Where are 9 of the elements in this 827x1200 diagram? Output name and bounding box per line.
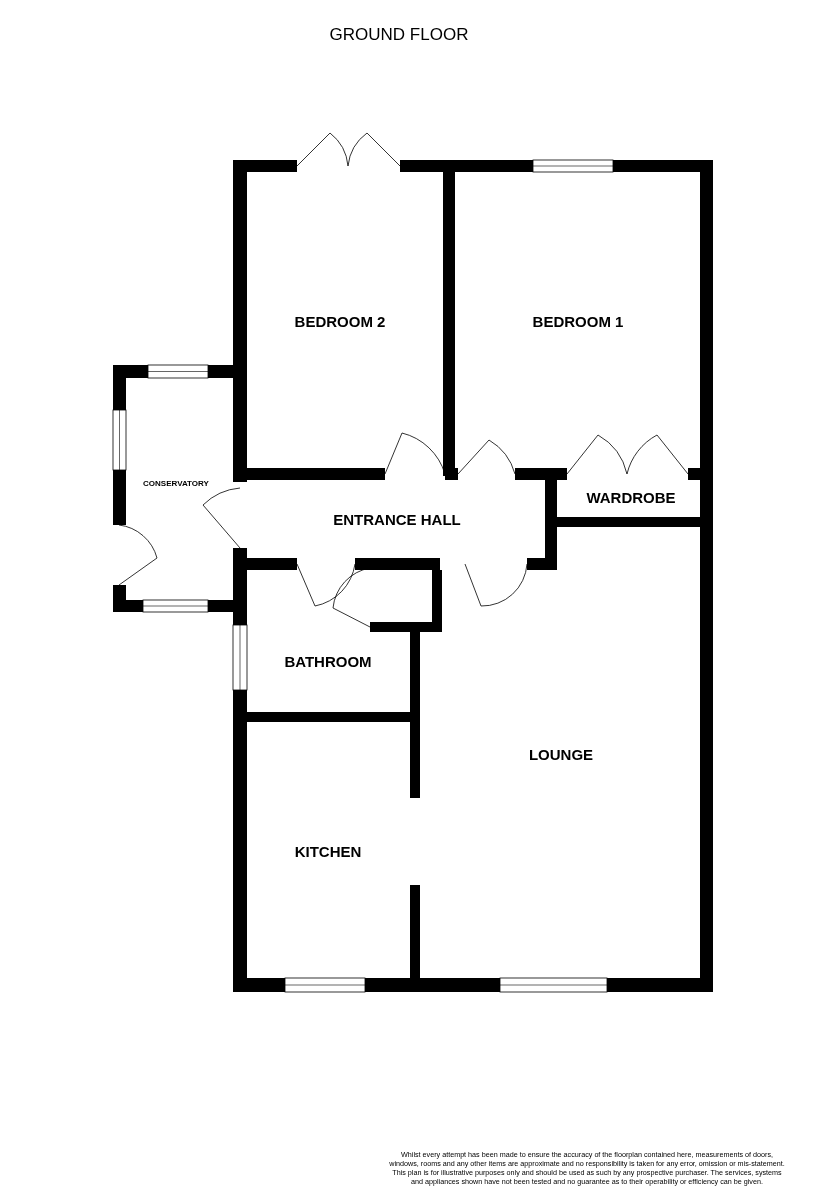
room-label: BEDROOM 2: [293, 311, 387, 332]
room-label: WARDROBE: [585, 487, 677, 508]
room-label: BATHROOM: [283, 651, 373, 672]
room-label: ENTRANCE HALL: [332, 509, 462, 530]
room-label: BEDROOM 1: [531, 311, 625, 332]
room-label: CONSERVATORY: [142, 478, 210, 490]
room-label: KITCHEN: [293, 841, 363, 862]
room-label: LOUNGE: [527, 744, 595, 765]
title: GROUND FLOOR: [328, 24, 470, 46]
